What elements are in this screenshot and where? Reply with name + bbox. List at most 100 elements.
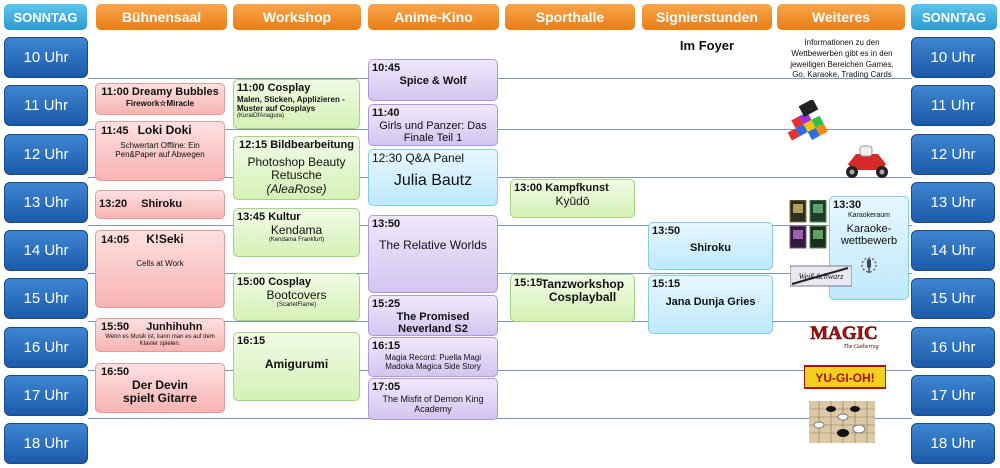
event-time: 13:50 — [652, 225, 681, 237]
event-credit: (Kendama Frankfurt) — [268, 237, 325, 244]
logo-text: YU-GI-OH! — [815, 371, 874, 385]
event-dreamy-bubbles[interactable]: 11:00 Dreamy Bubbles Firework☆Miracle — [95, 83, 225, 115]
karaoke-mic-icon — [858, 254, 880, 276]
event-misfit-demon-king[interactable]: 17:05 The Misfit of Demon King Academy — [368, 378, 498, 420]
time-label: 12 Uhr — [4, 134, 88, 175]
column-header-buehnensaal: Bühnensaal — [96, 4, 227, 30]
event-devin-gitarre[interactable]: 16:50 Der Devin spielt Gitarre — [95, 363, 225, 413]
event-title: Photoshop Beauty Retusche — [247, 154, 346, 183]
event-time: 13:30 — [833, 199, 862, 211]
logo-text: MAGIC — [810, 323, 878, 344]
event-time: 16:15 — [237, 335, 266, 347]
event-magia-record[interactable]: 16:15 Magia Record: Puella Magi Madoka M… — [368, 337, 498, 377]
time-label: 13 Uhr — [4, 182, 88, 223]
time-label: 11 Uhr — [911, 85, 995, 126]
tetris-blocks-icon — [780, 98, 838, 161]
event-title: 11:00 Cosplay — [237, 82, 311, 94]
event-title: Jana Dunja Gries — [665, 295, 756, 308]
event-bootcovers[interactable]: 15:00 Cosplay Bootcovers (ScarletFlame) — [233, 273, 360, 321]
event-title: Der Devin spielt Gitarre — [122, 377, 198, 406]
time-label: 16 Uhr — [4, 327, 88, 368]
event-time: 10:45 — [372, 62, 401, 74]
event-credit: (KuraiOfAnagura) — [237, 113, 285, 120]
hour-line — [88, 273, 912, 274]
event-category: 15:00 Cosplay — [237, 276, 311, 288]
event-category: 13:45 Kultur — [237, 211, 301, 223]
event-cosplay-malen[interactable]: 11:00 Cosplay Malen, Sticken, Appliziere… — [233, 79, 360, 129]
event-title: Kendama — [270, 222, 323, 237]
event-title: Bootcovers — [266, 287, 327, 302]
event-category: 12:15 Bildbearbeitung — [239, 139, 354, 151]
event-title: Tanzworkshop Cosplayball — [540, 276, 625, 305]
event-kendama[interactable]: 13:45 Kultur Kendama (Kendama Frankfurt) — [233, 208, 360, 257]
event-time: 15:15 — [652, 278, 681, 290]
day-header-right: SONNTAG — [911, 4, 997, 30]
event-junhihuhn[interactable]: 15:50 Junhihuhn Wenn es Musik ist, kann … — [95, 318, 225, 352]
event-kseki[interactable]: 14:05 K!Seki Cells at Work — [95, 230, 225, 308]
event-time: 13:50 — [372, 218, 401, 230]
event-relative-worlds[interactable]: 13:50 The Relative Worlds — [368, 215, 498, 293]
event-title: Spice & Wolf — [399, 74, 467, 87]
time-label: 15 Uhr — [911, 278, 995, 319]
event-spice-wolf[interactable]: 10:45 Spice & Wolf — [368, 59, 498, 101]
time-label: 10 Uhr — [4, 37, 88, 78]
event-karaoke-wettbewerb[interactable]: 13:30 Karaokeraum Karaoke-wettbewerb — [829, 196, 909, 300]
event-title: Shiroku — [141, 198, 183, 211]
event-title: Loki Doki — [137, 123, 192, 137]
event-photoshop-retusche[interactable]: 12:15 Bildbearbeitung Photoshop Beauty R… — [233, 136, 360, 200]
event-julia-bautz[interactable]: 12:30 Q&A Panel Julia Bautz — [368, 149, 498, 206]
event-loki-doki[interactable]: 11:45 Loki Doki Schwertart Offline: Ein … — [95, 121, 225, 181]
hour-line — [88, 129, 912, 130]
time-label: 15 Uhr — [4, 278, 88, 319]
magic-logo: MAGIC The Gathering — [799, 322, 889, 350]
yugioh-logo: YU-GI-OH! — [803, 364, 887, 390]
time-label: 14 Uhr — [911, 230, 995, 271]
event-kyudo[interactable]: 13:00 Kampfkunst Kyūdō — [510, 179, 635, 218]
time-label: 18 Uhr — [911, 423, 995, 464]
time-label: 11 Uhr — [4, 85, 88, 126]
event-title: Girls und Panzer: Das Finale Teil 1 — [379, 119, 487, 145]
event-time: 13:20 — [99, 198, 128, 211]
event-tanzworkshop[interactable]: 15:15 Tanzworkshop Cosplayball — [510, 274, 635, 322]
event-time: 11:45 — [101, 125, 129, 137]
kart-icon — [842, 138, 892, 187]
event-amigurumi[interactable]: 16:15 Amigurumi — [233, 332, 360, 401]
event-description: Malen, Sticken, Applizieren - Muster auf… — [237, 94, 345, 113]
event-time: 17:05 — [372, 381, 401, 393]
event-description: Wenn es Musik ist, kann man es auf dem K… — [105, 333, 215, 347]
event-category: 13:00 Kampfkunst — [514, 182, 609, 194]
event-shiroku-stage[interactable]: 13:20 Shiroku — [95, 190, 225, 219]
event-title: Junhihuhn — [146, 321, 203, 333]
event-promised-neverland[interactable]: 15:25 The Promised Neverland S2 — [368, 295, 498, 336]
event-shiroku-signing[interactable]: 13:50 Shiroku — [648, 222, 773, 270]
event-title: Shiroku — [690, 241, 731, 254]
column-header-sporthalle: Sporthalle — [505, 4, 635, 30]
event-credit: (AleaRose) — [266, 182, 327, 197]
event-girls-und-panzer[interactable]: 11:40 Girls und Panzer: Das Finale Teil … — [368, 104, 498, 146]
event-time: 15:50 — [101, 321, 130, 333]
event-description: Cells at Work — [136, 258, 184, 268]
hour-line — [88, 78, 912, 79]
event-title: The Misfit of Demon King Academy — [382, 393, 484, 414]
event-title: The Promised Neverland S2 — [396, 310, 470, 336]
event-category: 12:30 Q&A Panel — [372, 151, 465, 165]
event-jana-dunja-gries[interactable]: 15:15 Jana Dunja Gries — [648, 275, 773, 334]
event-time: 16:15 — [372, 340, 401, 352]
event-credit: (ScarletFlame) — [276, 302, 317, 309]
event-time: 14:05 — [101, 234, 130, 246]
time-label: 12 Uhr — [911, 134, 995, 175]
event-time: 11:40 — [372, 107, 400, 119]
time-label: 17 Uhr — [911, 375, 995, 416]
logo-text: Weiß Schwarz — [799, 272, 845, 281]
time-label: 16 Uhr — [911, 327, 995, 368]
hour-line — [88, 321, 912, 322]
competition-info: Informationen zu den Wettbewerben gibt e… — [790, 38, 894, 80]
time-label: 18 Uhr — [4, 423, 88, 464]
logo-subtext: The Gathering — [843, 344, 878, 350]
time-label: 14 Uhr — [4, 230, 88, 271]
time-label: 17 Uhr — [4, 375, 88, 416]
hour-line — [88, 418, 912, 419]
signier-location-note: Im Foyer — [679, 38, 735, 53]
event-title: The Relative Worlds — [379, 237, 487, 252]
hour-line — [88, 370, 912, 371]
